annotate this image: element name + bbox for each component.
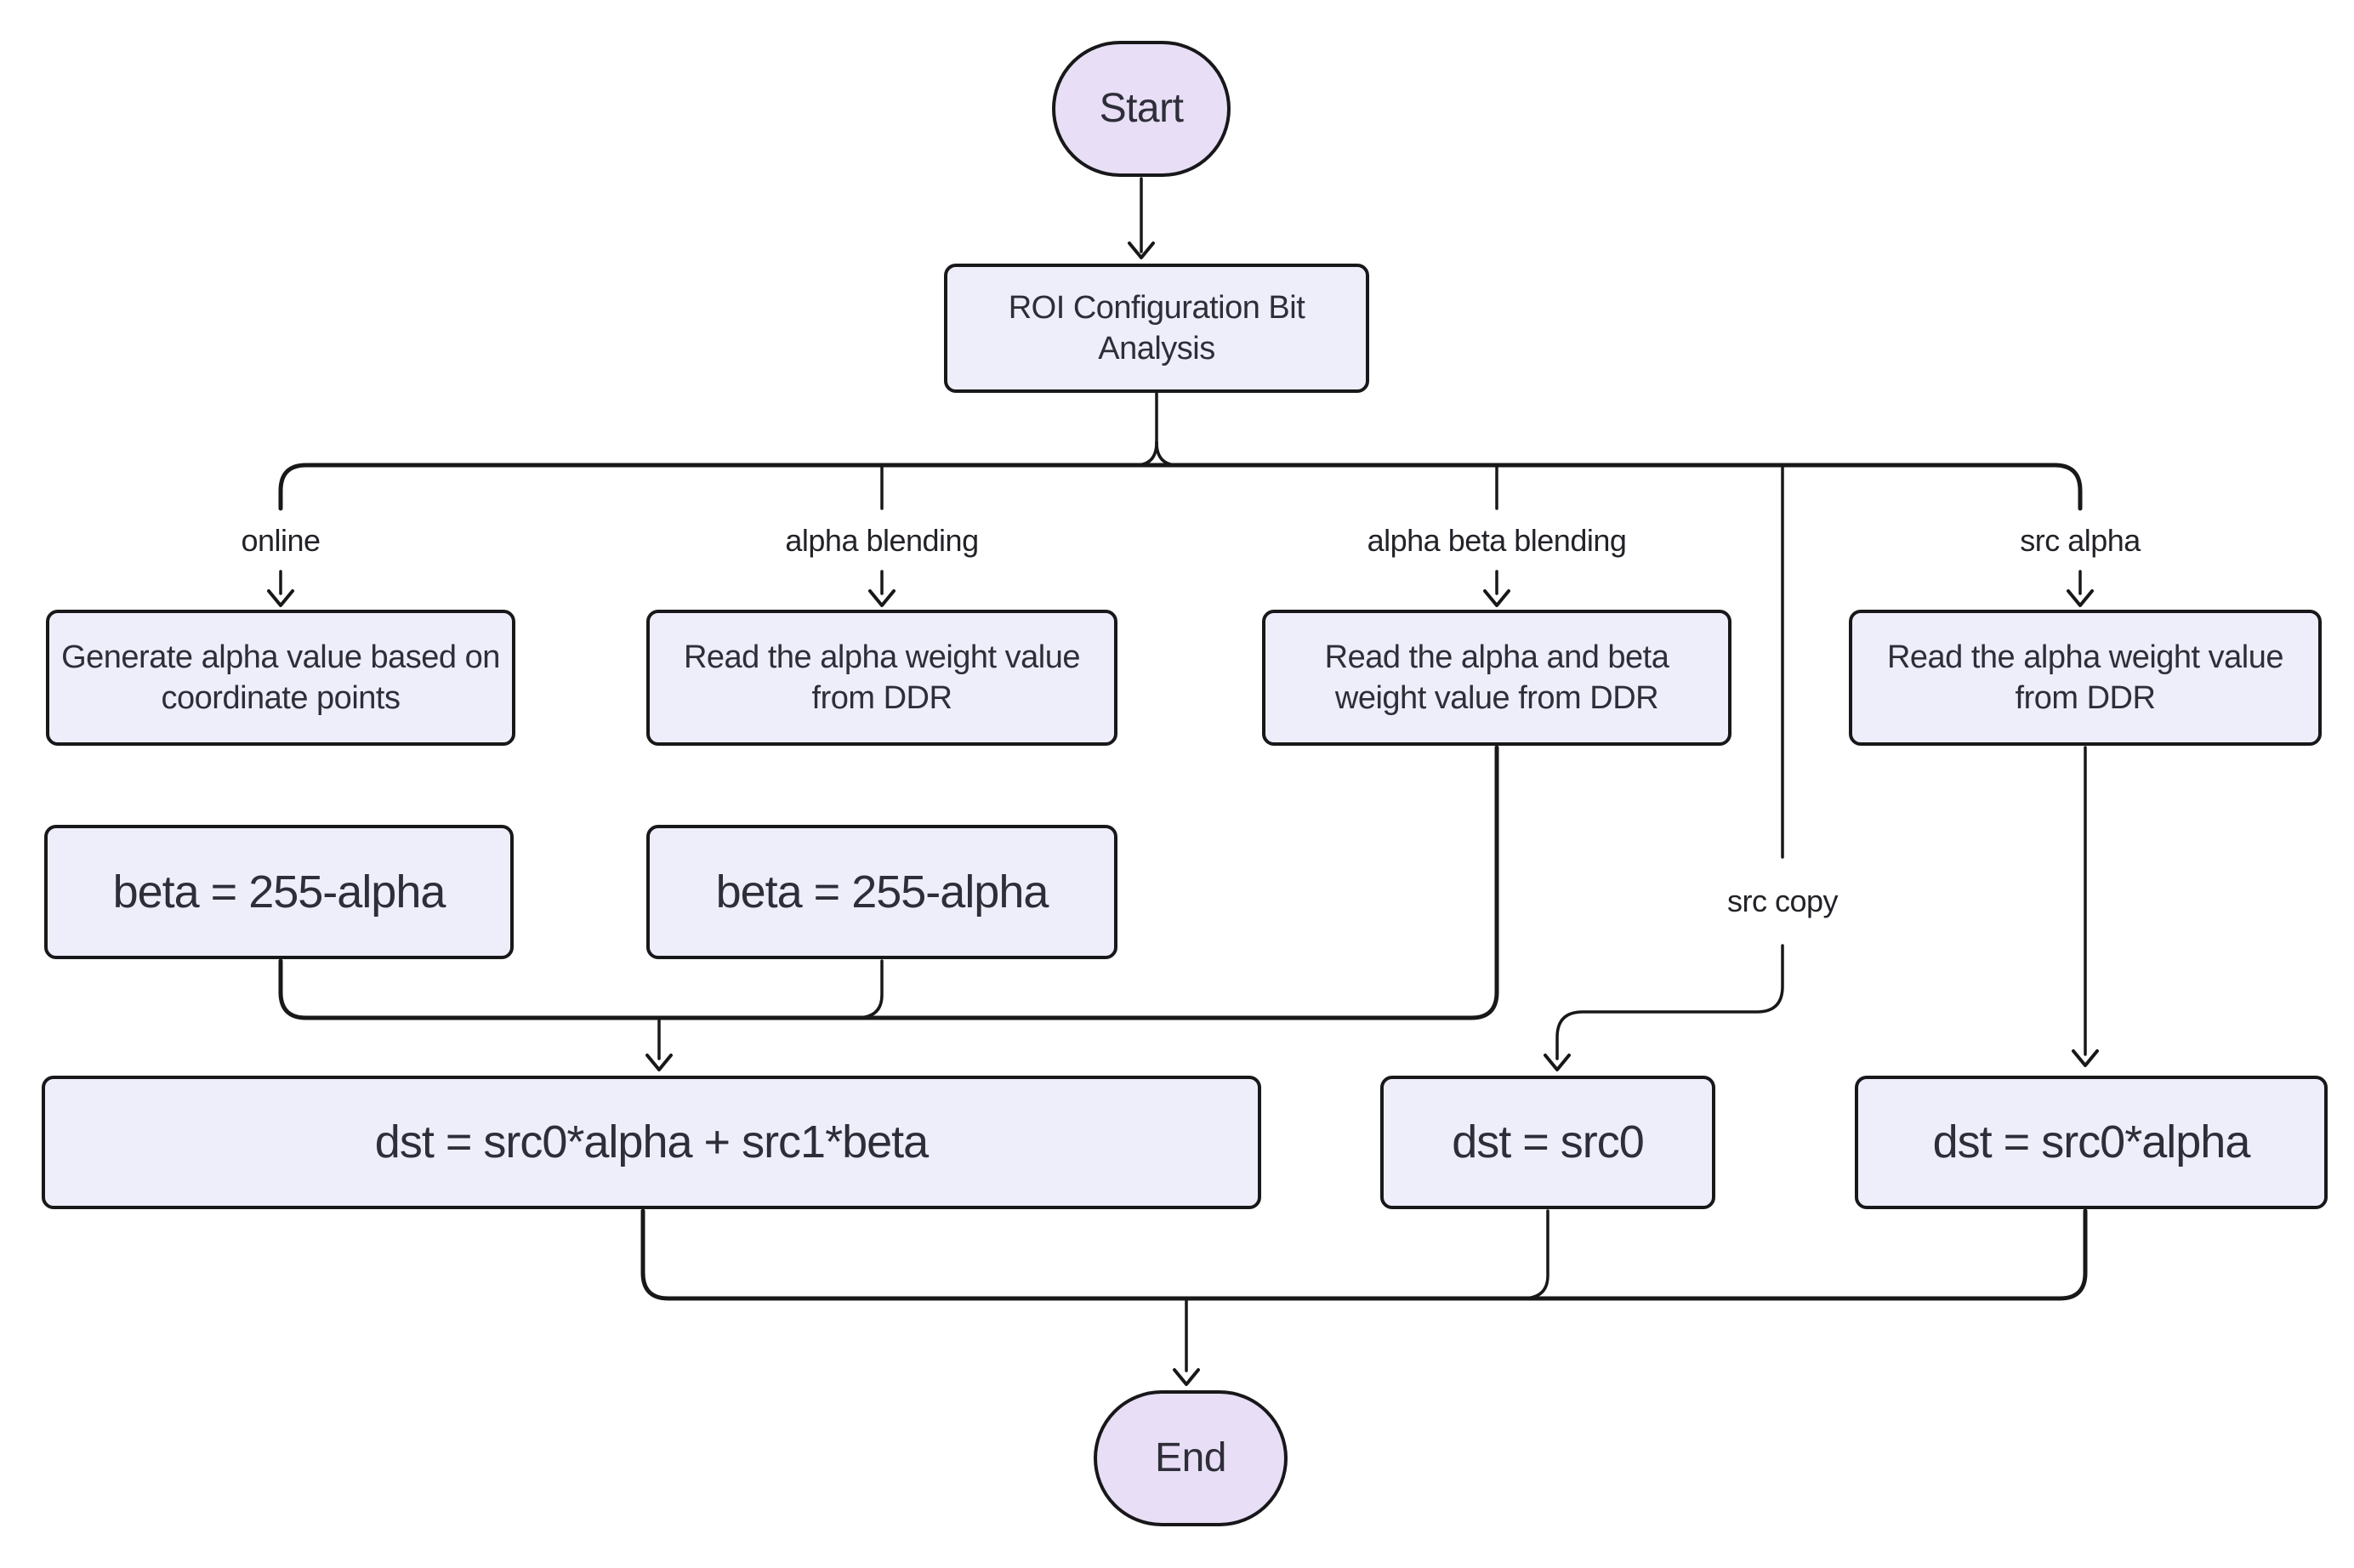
arrowhead <box>267 589 294 607</box>
arrowhead <box>2067 589 2094 607</box>
node-beta-mid: beta = 255-alpha <box>646 825 1117 959</box>
arrowhead <box>1128 241 1155 259</box>
node-alpha-result: dst = src0*alpha <box>1855 1076 2328 1209</box>
arrowhead <box>1483 589 1510 607</box>
node-roi-analysis: ROI Configuration Bit Analysis <box>944 264 1369 393</box>
edge-label-src-copy: src copy <box>1721 883 1844 919</box>
edge-label-src-alpha: src alpha <box>2015 523 2146 559</box>
node-copy-result: dst = src0 <box>1380 1076 1715 1209</box>
edge-branch-bar <box>278 463 2083 511</box>
arrowhead <box>1544 1054 1571 1071</box>
node-beta-left: beta = 255-alpha <box>44 825 514 959</box>
edge-roi-src-copy <box>1544 465 1784 1071</box>
edge-label-online: online <box>236 523 326 559</box>
edge-merge-end <box>640 1208 2088 1386</box>
node-generate-alpha: Generate alpha value based on coordinate… <box>46 610 515 746</box>
edge-roi-online <box>267 570 294 607</box>
node-start: Start <box>1052 41 1231 177</box>
edge-roi-stem <box>1134 391 1180 467</box>
edge-merge-blend <box>278 745 1499 1071</box>
arrowhead <box>2072 1049 2099 1067</box>
node-read-alpha-weight-right: Read the alpha weight value from DDR <box>1849 610 2322 746</box>
edge-roi-alpha-beta-blending <box>1483 465 1510 607</box>
node-read-alpha-weight-mid: Read the alpha weight value from DDR <box>646 610 1117 746</box>
edge-roi-src-alpha <box>2067 570 2094 607</box>
edge-start-roi <box>1128 177 1155 259</box>
edge-label-alpha-beta-blending: alpha beta blending <box>1362 523 1632 559</box>
edge-label-alpha-blending: alpha blending <box>780 523 984 559</box>
edge-read-right-alpha-result <box>2072 746 2099 1067</box>
arrowhead <box>868 589 896 607</box>
node-end: End <box>1094 1390 1288 1526</box>
node-read-alpha-beta-weight: Read the alpha and beta weight value fro… <box>1262 610 1731 746</box>
node-blend-result: dst = src0*alpha + src1*beta <box>42 1076 1261 1209</box>
arrowhead <box>1173 1368 1200 1386</box>
arrowhead <box>645 1054 673 1071</box>
edge-roi-alpha-blending <box>868 465 896 607</box>
